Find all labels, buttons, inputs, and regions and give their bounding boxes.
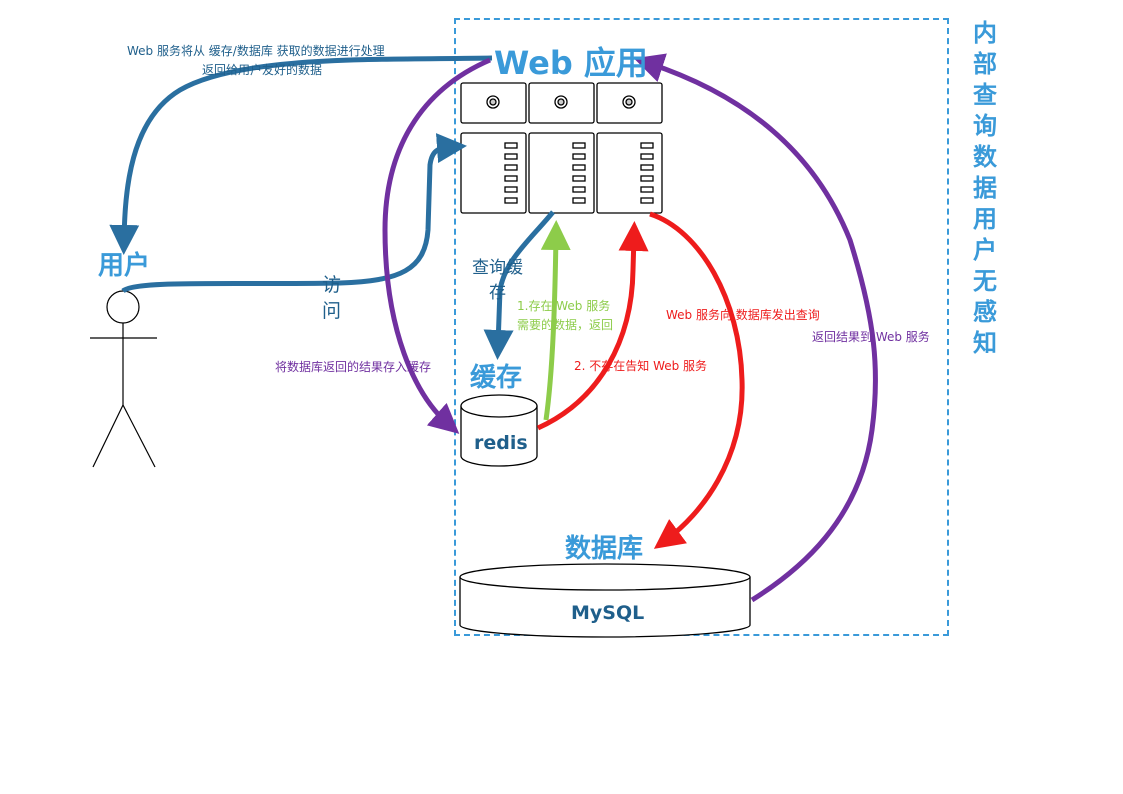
label-web-query-db: Web 服务向 数据库发出查询 (666, 308, 820, 322)
server-unit-3 (596, 82, 663, 214)
arrow-cache-miss (536, 221, 649, 431)
redis-label: redis (474, 432, 528, 454)
database-title: 数据库 (565, 534, 644, 564)
label-cache-hit-2: 需要的数据，返回 (517, 318, 614, 332)
web-app-title: Web 应用 (494, 44, 648, 82)
arrow-user-to-web (121, 133, 467, 294)
label-web-return-1: Web 服务将从 缓存/数据库 获取的数据进行处理 (127, 44, 385, 58)
label-web-return-2: 返回给用户友好的数据 (202, 63, 323, 77)
web-server-rack (460, 82, 663, 214)
arrow-store-cache (382, 57, 491, 434)
label-visit: 访 问 (322, 274, 342, 322)
server-unit-2 (528, 82, 595, 214)
arrow-db-to-web (633, 53, 879, 603)
label-cache-hit-1: 1.存在 Web 服务 (517, 299, 611, 313)
mysql-cylinder-icon (459, 563, 751, 638)
arrow-web-to-db (649, 211, 745, 549)
arrow-web-to-user (109, 55, 493, 255)
label-db-return: 返回结果到 Web 服务 (812, 330, 930, 344)
boundary-title: 内部查询数据用户无感知 (973, 19, 997, 357)
label-query-cache: 查询缓 存 (472, 258, 523, 303)
internal-boundary (454, 18, 949, 636)
redis-cylinder-icon (460, 394, 538, 467)
arrow-cache-hit (540, 220, 571, 421)
user-title: 用户 (98, 251, 151, 281)
server-unit-1 (460, 82, 527, 214)
mysql-label: MySQL (571, 602, 645, 624)
label-cache-miss: 2. 不存在告知 Web 服务 (574, 359, 708, 373)
label-store-cache: 将数据库返回的结果存入缓存 (275, 360, 432, 374)
user-stick-figure-icon (90, 290, 157, 468)
cache-title: 缓存 (470, 363, 523, 393)
